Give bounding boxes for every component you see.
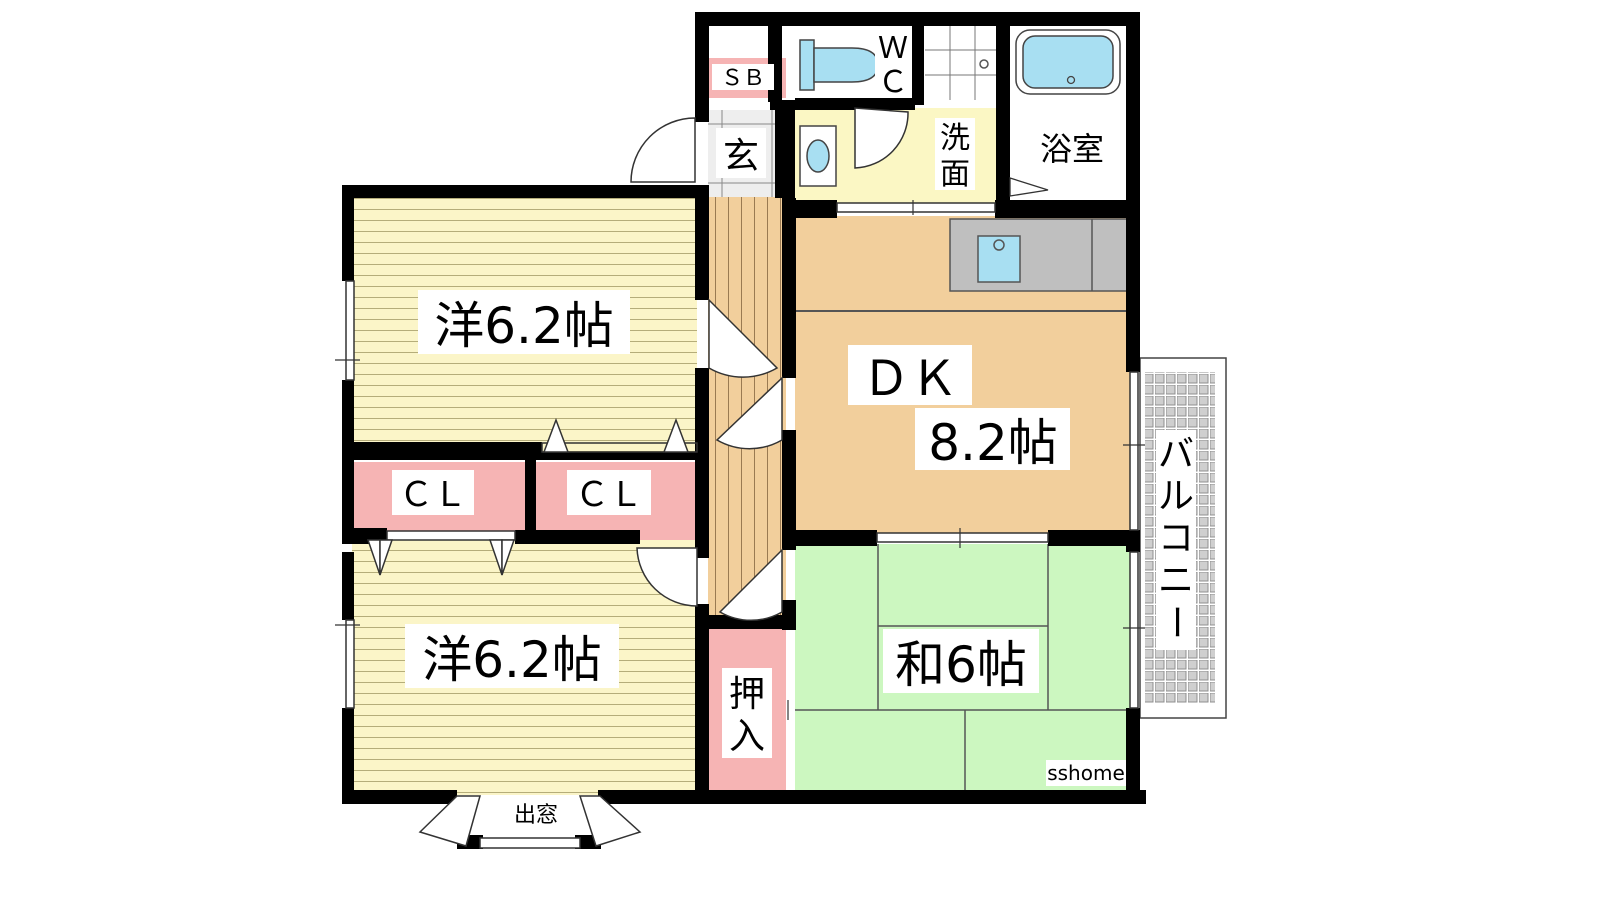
bay-window-label: 出窓: [514, 803, 558, 828]
shoe-box-label: ＳＢ: [721, 66, 765, 91]
kitchen-sink: [977, 235, 1021, 283]
balcony-label-5: ー: [1155, 604, 1196, 640]
walls: [342, 12, 1146, 849]
watermark: sshome: [1047, 761, 1125, 785]
oshiire-label-2: 入: [729, 716, 765, 757]
dk-name-label: ＤＫ: [862, 351, 958, 407]
wc-label-2: Ｃ: [878, 65, 908, 100]
senmen-label-2: 面: [940, 157, 970, 192]
genkan-label: 玄: [723, 136, 759, 177]
balcony-label-2: ル: [1158, 476, 1194, 517]
western-room-bottom-label: 洋6.2帖: [422, 631, 602, 689]
bay-window: [418, 795, 642, 849]
oshiire-label-1: 押: [729, 674, 765, 715]
senmen-label-1: 洗: [940, 121, 970, 156]
closet-left-label: ＣＬ: [399, 475, 467, 515]
japanese-room-label: 和6帖: [895, 636, 1027, 694]
wc-label-1: Ｗ: [878, 31, 908, 66]
bathroom-label: 浴室: [1040, 130, 1104, 168]
western-room-top-label: 洋6.2帖: [434, 297, 614, 355]
balcony-label-1: バ: [1158, 434, 1194, 475]
balcony-label-3: コ: [1158, 518, 1194, 559]
closet-right-label: ＣＬ: [575, 475, 643, 515]
balcony-label-4: ニ: [1158, 560, 1194, 601]
toilet: [799, 39, 815, 91]
laundry-space: [925, 25, 997, 100]
dk-size-label: 8.2帖: [928, 414, 1058, 472]
